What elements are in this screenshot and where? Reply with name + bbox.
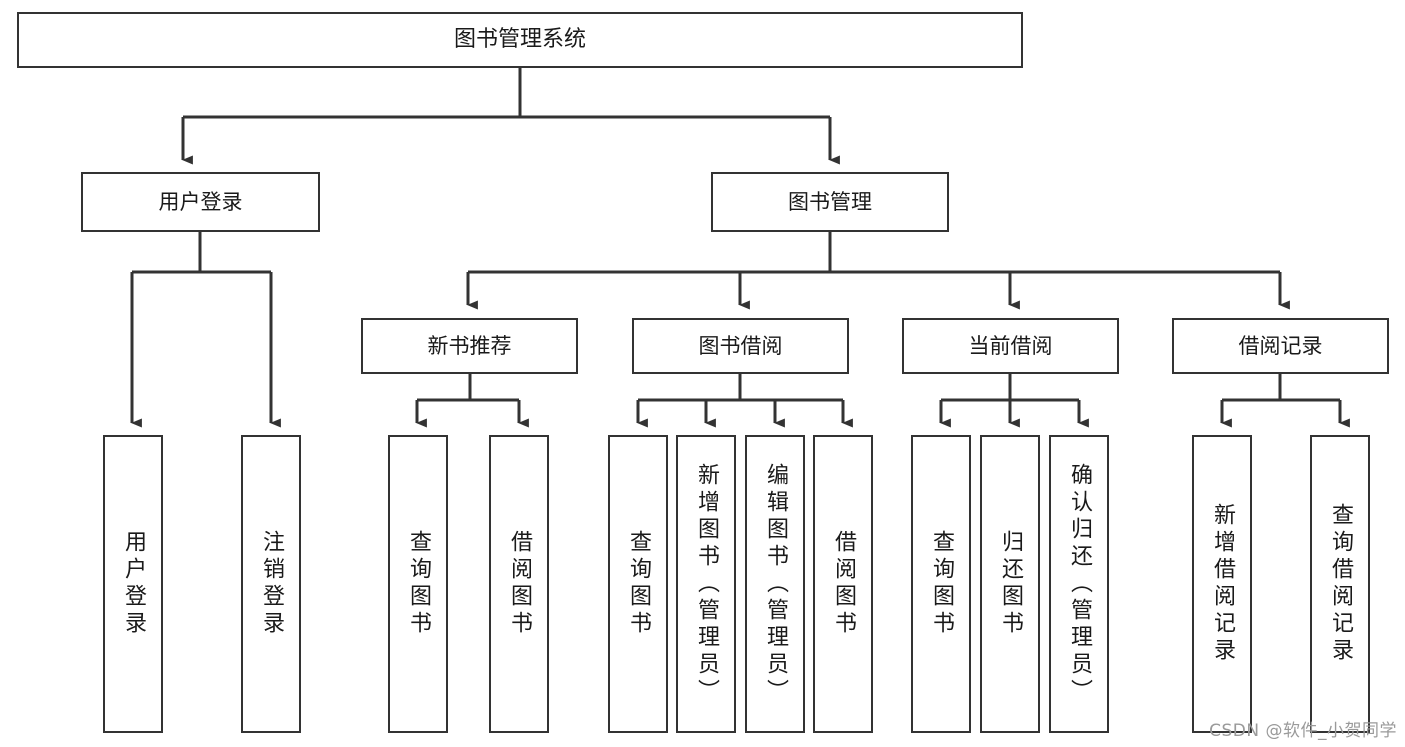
node-label: 查询图书 [626, 530, 651, 638]
node-leaf-query-book-2[interactable]: 查询图书 [608, 435, 668, 733]
node-leaf-query-book-1[interactable]: 查询图书 [388, 435, 448, 733]
node-leaf-user-login[interactable]: 用户登录 [103, 435, 163, 733]
node-label: 图书借阅 [698, 333, 783, 358]
node-label: 借阅图书 [507, 530, 532, 638]
node-label: 用户登录 [121, 530, 146, 638]
node-leaf-add-book[interactable]: 新增图书（管理员） [676, 435, 736, 733]
node-label: 图书管理 [788, 189, 872, 214]
node-leaf-confirm-return[interactable]: 确认归还（管理员） [1049, 435, 1109, 733]
node-label: 注销登录 [259, 530, 284, 638]
node-leaf-borrow-book-1[interactable]: 借阅图书 [489, 435, 549, 733]
node-leaf-return-book[interactable]: 归还图书 [980, 435, 1040, 733]
node-new-book-recommend[interactable]: 新书推荐 [361, 318, 578, 374]
node-label: 图书管理系统 [453, 27, 586, 53]
node-label: 用户登录 [158, 189, 243, 214]
node-leaf-borrow-book-2[interactable]: 借阅图书 [813, 435, 873, 733]
node-leaf-query-record[interactable]: 查询借阅记录 [1310, 435, 1370, 733]
node-label: 借阅记录 [1238, 333, 1323, 358]
node-label: 归还图书 [998, 530, 1023, 638]
node-label: 确认归还（管理员） [1067, 462, 1092, 706]
node-leaf-logout-login[interactable]: 注销登录 [241, 435, 301, 733]
node-book-manage[interactable]: 图书管理 [711, 172, 949, 232]
node-user-login[interactable]: 用户登录 [81, 172, 320, 232]
node-leaf-query-book-3[interactable]: 查询图书 [911, 435, 971, 733]
node-label: 编辑图书（管理员） [763, 462, 788, 706]
node-leaf-edit-book[interactable]: 编辑图书（管理员） [745, 435, 805, 733]
node-leaf-add-record[interactable]: 新增借阅记录 [1192, 435, 1252, 733]
node-label: 借阅图书 [831, 530, 856, 638]
node-current-borrow[interactable]: 当前借阅 [902, 318, 1119, 374]
node-label: 查询图书 [929, 530, 954, 638]
node-label: 新增图书（管理员） [694, 462, 719, 706]
node-label: 新书推荐 [427, 333, 512, 358]
node-book-borrow[interactable]: 图书借阅 [632, 318, 849, 374]
node-label: 新增借阅记录 [1210, 503, 1235, 665]
node-label: 查询图书 [406, 530, 431, 638]
node-label: 当前借阅 [968, 333, 1053, 358]
node-root-system[interactable]: 图书管理系统 [17, 12, 1023, 68]
node-label: 查询借阅记录 [1328, 503, 1353, 665]
node-borrow-record[interactable]: 借阅记录 [1172, 318, 1389, 374]
